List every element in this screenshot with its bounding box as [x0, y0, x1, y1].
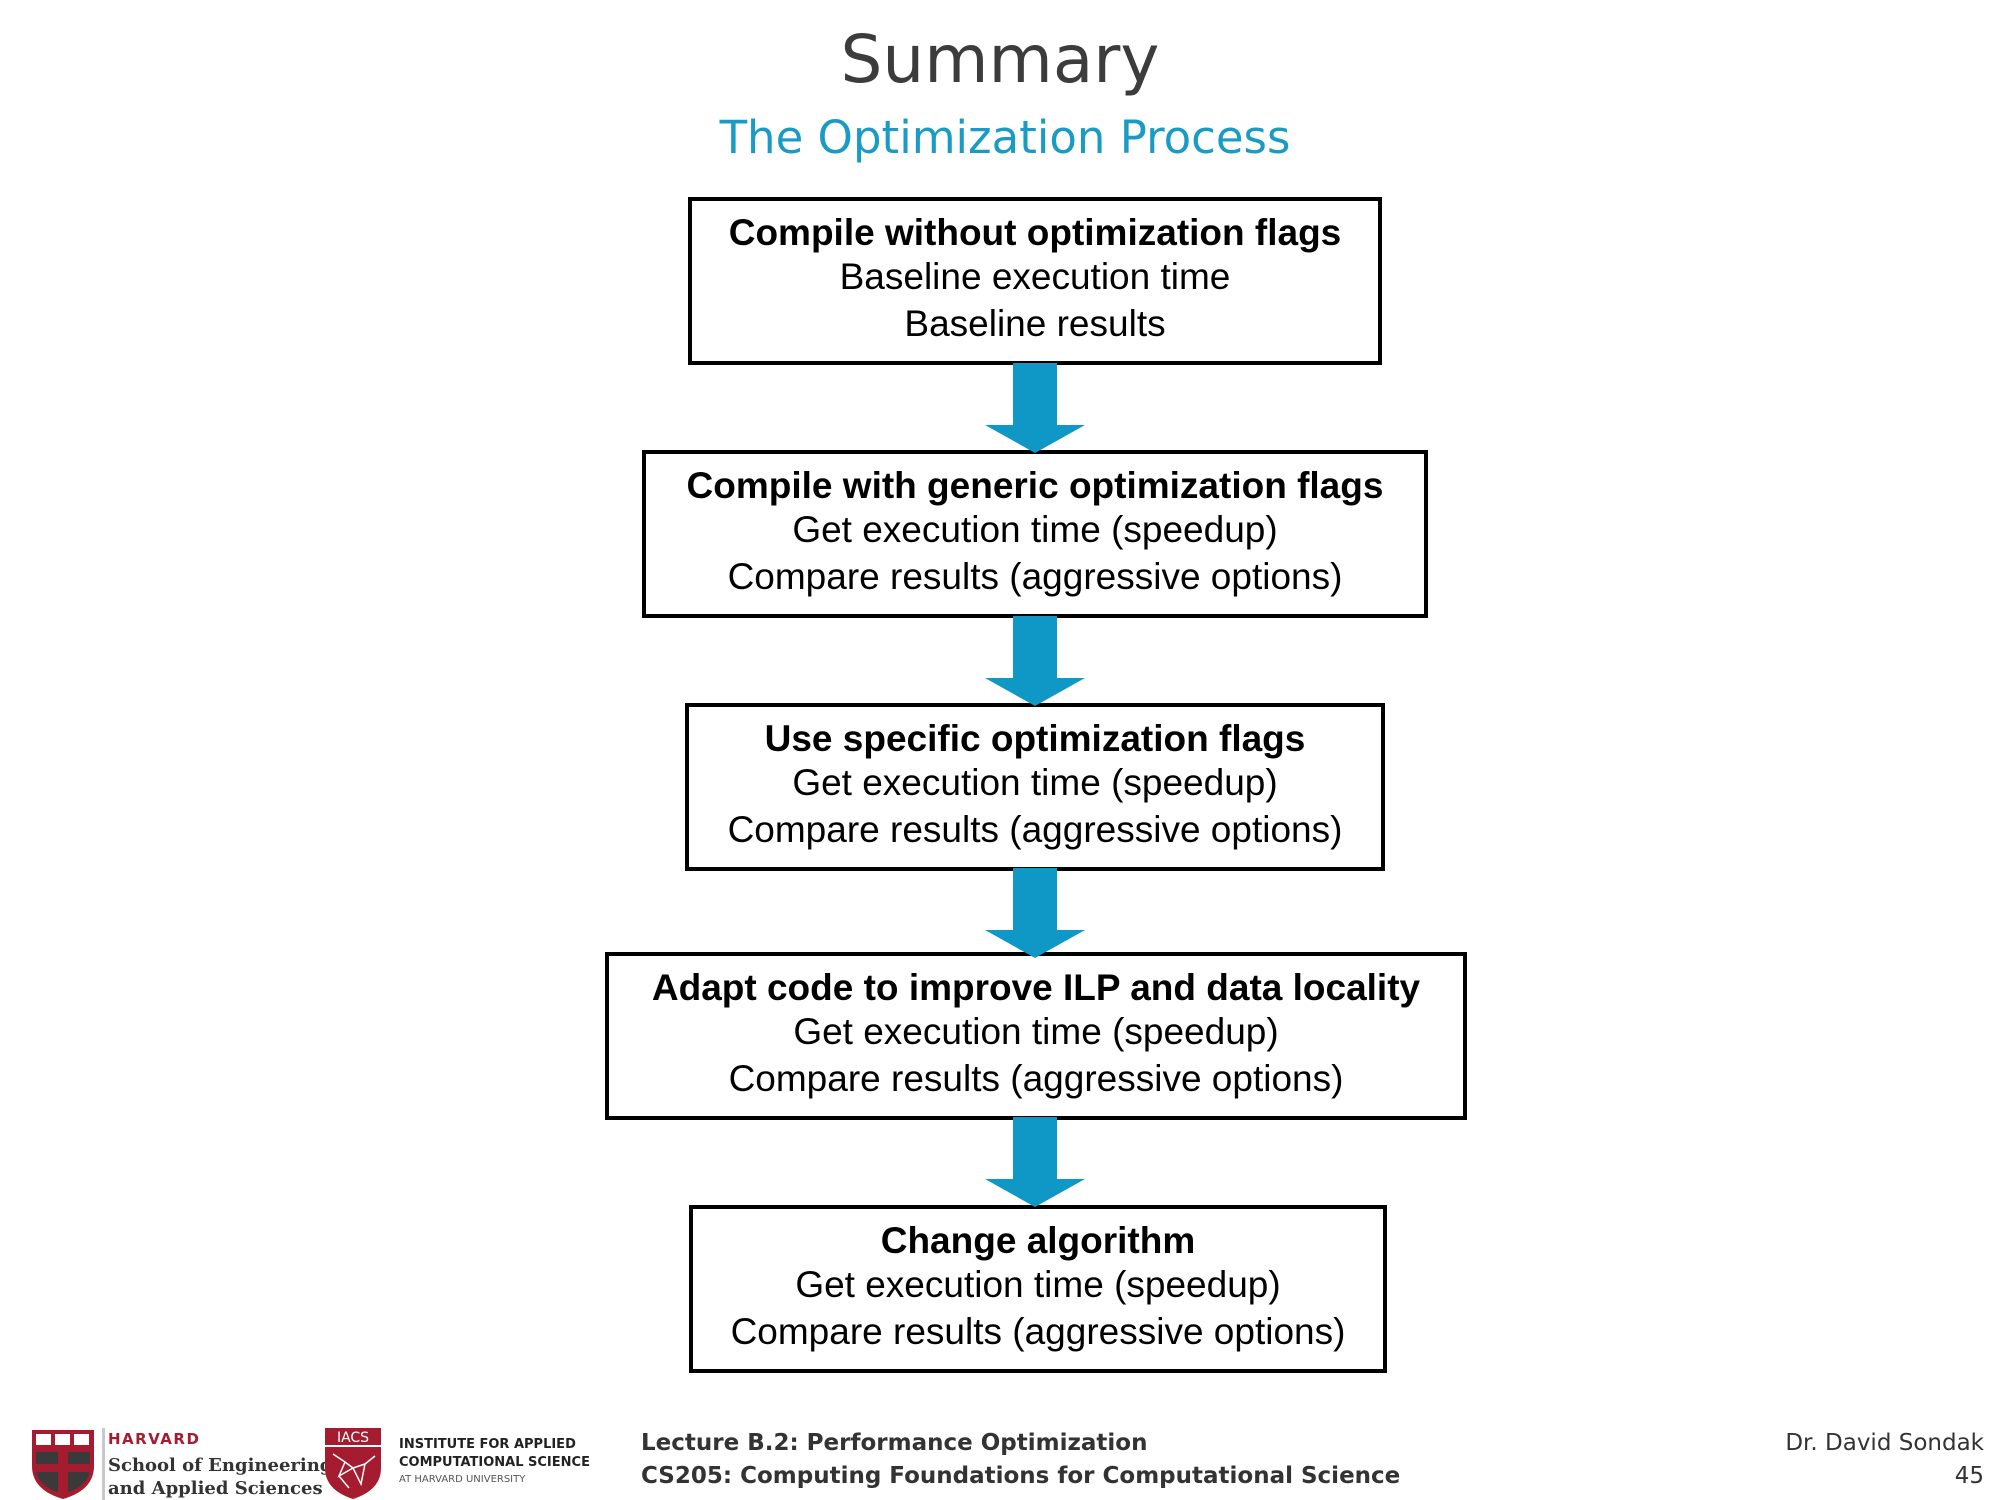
down-arrow-icon — [985, 363, 1085, 453]
flow-step-line: Compare results (aggressive options) — [727, 809, 1343, 850]
harvard-wordmark: HARVARD — [108, 1430, 201, 1448]
flow-step-line: Baseline results — [904, 303, 1166, 344]
school-name-line2: and Applied Sciences — [108, 1478, 323, 1499]
flow-step-line: Compare results (aggressive options) — [727, 556, 1343, 597]
harvard-seas-logo: HARVARD School of Engineering and Applie… — [30, 1428, 332, 1500]
iacs-logo: IACS INSTITUTE FOR APPLIED COMPUTATIONAL… — [325, 1428, 605, 1500]
flow-step-5: Change algorithm Get execution time (spe… — [689, 1205, 1387, 1373]
flow-step-2: Compile with generic optimization flags … — [642, 450, 1428, 618]
slide-title: Summary — [840, 21, 1160, 98]
harvard-shield-icon — [32, 1430, 94, 1499]
lecture-title: Lecture B.2: Performance Optimization — [641, 1430, 1148, 1456]
flow-step-4: Adapt code to improve ILP and data local… — [605, 952, 1467, 1120]
iacs-name-line3: AT HARVARD UNIVERSITY — [399, 1474, 526, 1485]
iacs-name-line1: INSTITUTE FOR APPLIED — [399, 1437, 576, 1452]
flow-step-heading: Use specific optimization flags — [764, 718, 1306, 759]
flow-step-heading: Change algorithm — [880, 1220, 1196, 1261]
iacs-name-line2: COMPUTATIONAL SCIENCE — [399, 1455, 590, 1470]
flow-step-line: Baseline execution time — [839, 256, 1231, 297]
flow-step-line: Get execution time (speedup) — [792, 762, 1278, 803]
flow-step-heading: Adapt code to improve ILP and data local… — [651, 967, 1421, 1008]
page-number: 45 — [1954, 1463, 1984, 1489]
flow-step-line: Get execution time (speedup) — [792, 509, 1278, 550]
flow-step-1: Compile without optimization flags Basel… — [688, 197, 1382, 365]
down-arrow-icon — [985, 616, 1085, 706]
course-title: CS205: Computing Foundations for Computa… — [641, 1463, 1401, 1489]
flow-step-heading: Compile without optimization flags — [728, 212, 1342, 253]
iacs-shield-icon: IACS — [325, 1428, 381, 1499]
svg-text:IACS: IACS — [337, 1430, 369, 1446]
down-arrow-icon — [985, 1117, 1085, 1207]
flow-step-line: Compare results (aggressive options) — [730, 1311, 1346, 1352]
down-arrow-icon — [985, 868, 1085, 958]
flow-step-3: Use specific optimization flags Get exec… — [685, 703, 1385, 871]
flow-step-line: Get execution time (speedup) — [793, 1011, 1279, 1052]
school-name-line1: School of Engineering — [108, 1455, 333, 1476]
author-name: Dr. David Sondak — [1785, 1430, 1984, 1456]
slide-subtitle: The Optimization Process — [719, 111, 1291, 164]
flow-step-heading: Compile with generic optimization flags — [686, 465, 1384, 506]
flow-step-line: Compare results (aggressive options) — [728, 1058, 1344, 1099]
flow-step-line: Get execution time (speedup) — [795, 1264, 1281, 1305]
